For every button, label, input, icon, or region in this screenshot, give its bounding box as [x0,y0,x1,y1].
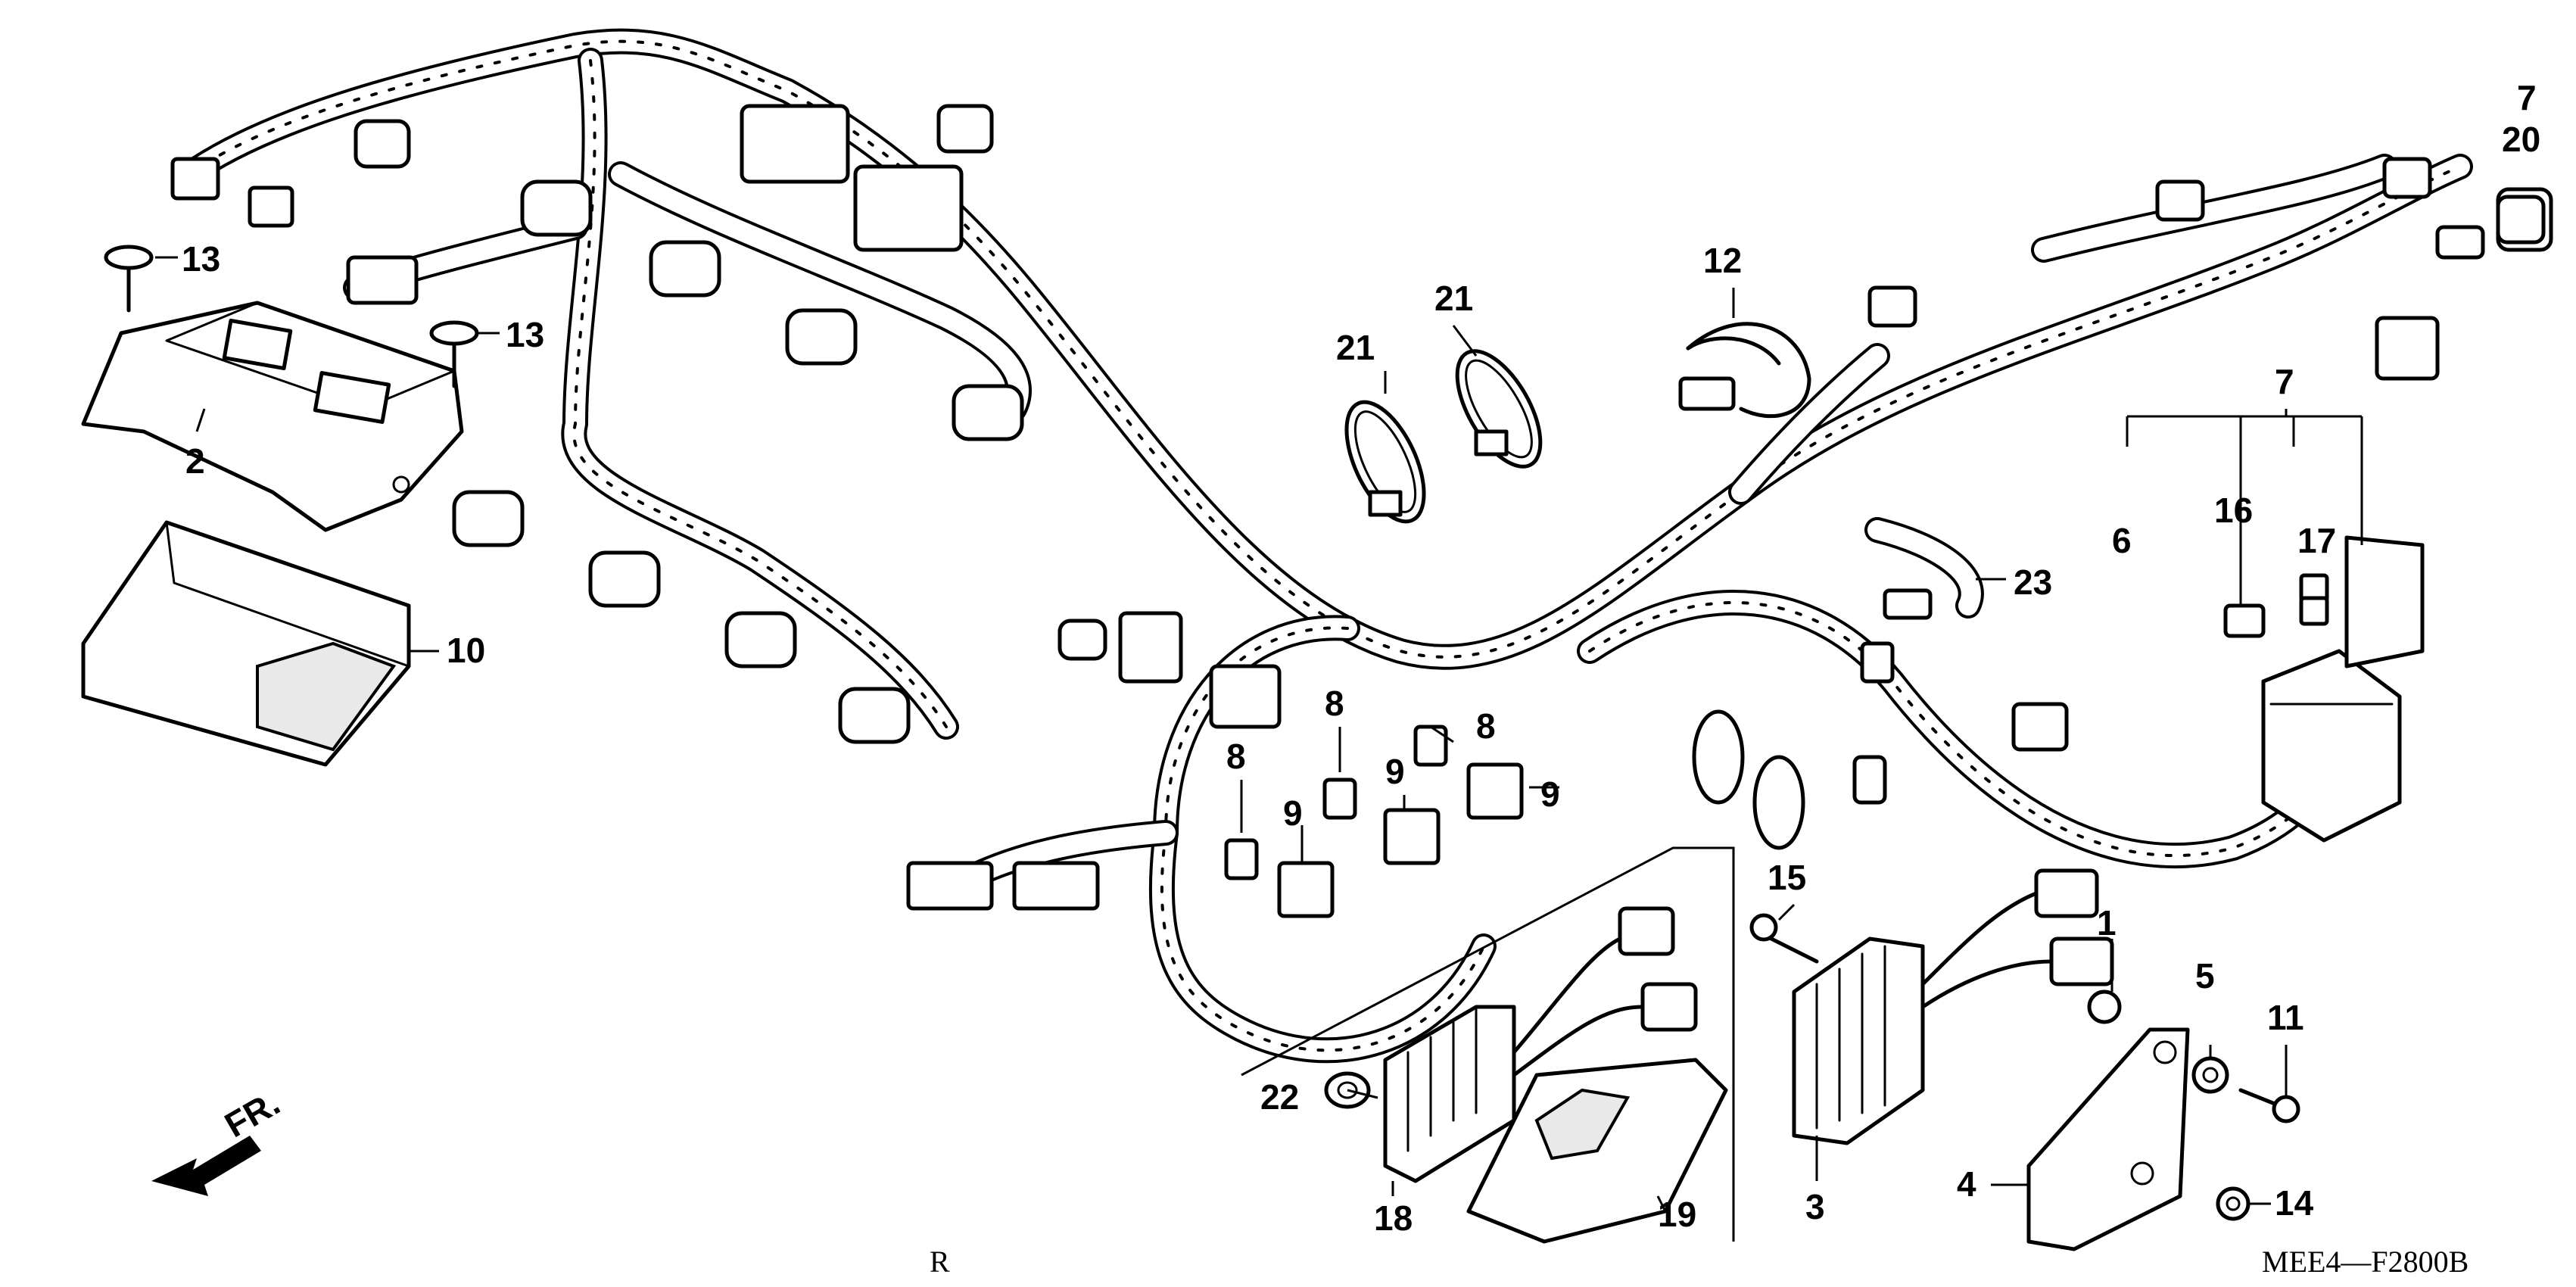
part-20-connector-cap [2496,195,2546,245]
callout-14: 14 [2275,1183,2314,1223]
harness-connectors [170,104,2553,911]
part-18-regulator-rectifier [1383,906,1698,1183]
callout-labels: 1 2 3 4 5 6 7 7 8 8 8 9 9 9 10 11 12 13 … [182,78,2540,1238]
callout-12: 12 [1703,241,1742,280]
callout-16: 16 [2214,491,2253,530]
part-13-screws [104,245,479,388]
callout-9-c: 9 [1540,774,1560,814]
front-direction-arrow-icon [151,1136,261,1196]
callout-11: 11 [2267,998,2304,1037]
callout-9-b: 9 [1385,752,1405,791]
part-3-regulator-rectifier [1792,868,2114,1145]
part-9-relays [1277,762,1524,918]
part-4-bracket [2026,1027,2190,1251]
callout-15: 15 [1768,858,1806,897]
part-15-bolt [1749,913,1819,964]
callout-21-a: 21 [1336,328,1375,367]
callout-8-c: 8 [1476,706,1496,746]
callout-3: 3 [1805,1187,1825,1226]
callout-4: 4 [1957,1164,1976,1204]
part-10-ecu [81,520,411,767]
callout-8-b: 8 [1325,684,1344,723]
part-21-bands [1344,349,1543,524]
drawing-code: MEE4—F2800B [2262,1245,2469,1279]
callout-23: 23 [2014,562,2052,602]
callout-1: 1 [2097,903,2117,943]
part-12-clamp [1678,322,1811,419]
callout-2: 2 [185,441,205,481]
part-23-band [1864,517,1984,620]
callout-6: 6 [2112,521,2132,560]
callout-21-b: 21 [1434,279,1473,318]
callout-8-a: 8 [1226,737,1246,776]
callout-19: 19 [1658,1195,1696,1234]
callout-13-a: 13 [182,239,220,279]
part-5-collar [2191,1056,2229,1094]
callout-5: 5 [2195,956,2215,996]
part-7-fuse-box [2126,409,2425,843]
front-direction-label: FR. [218,1083,286,1145]
part-1-grommet [2087,989,2122,1024]
callout-7-top: 7 [2517,78,2537,117]
callout-9-a: 9 [1283,793,1303,833]
part-2-cover [81,301,464,532]
callout-17: 17 [2297,521,2336,560]
part-8-relay-holders [1224,725,1448,880]
callout-13-b: 13 [506,315,544,354]
part-14-nut [2216,1186,2250,1221]
callout-10: 10 [447,631,485,670]
callout-7-fusebox: 7 [2275,362,2294,401]
region-mark: R [930,1245,950,1279]
part-19-bracket [1466,1058,1728,1244]
alt-version-divider [1241,846,1735,1242]
callout-leaders [155,256,2288,1212]
callout-22: 22 [1260,1077,1299,1117]
part-11-bolt [2238,1088,2300,1123]
callout-20: 20 [2502,120,2540,159]
callout-18: 18 [1374,1198,1413,1238]
